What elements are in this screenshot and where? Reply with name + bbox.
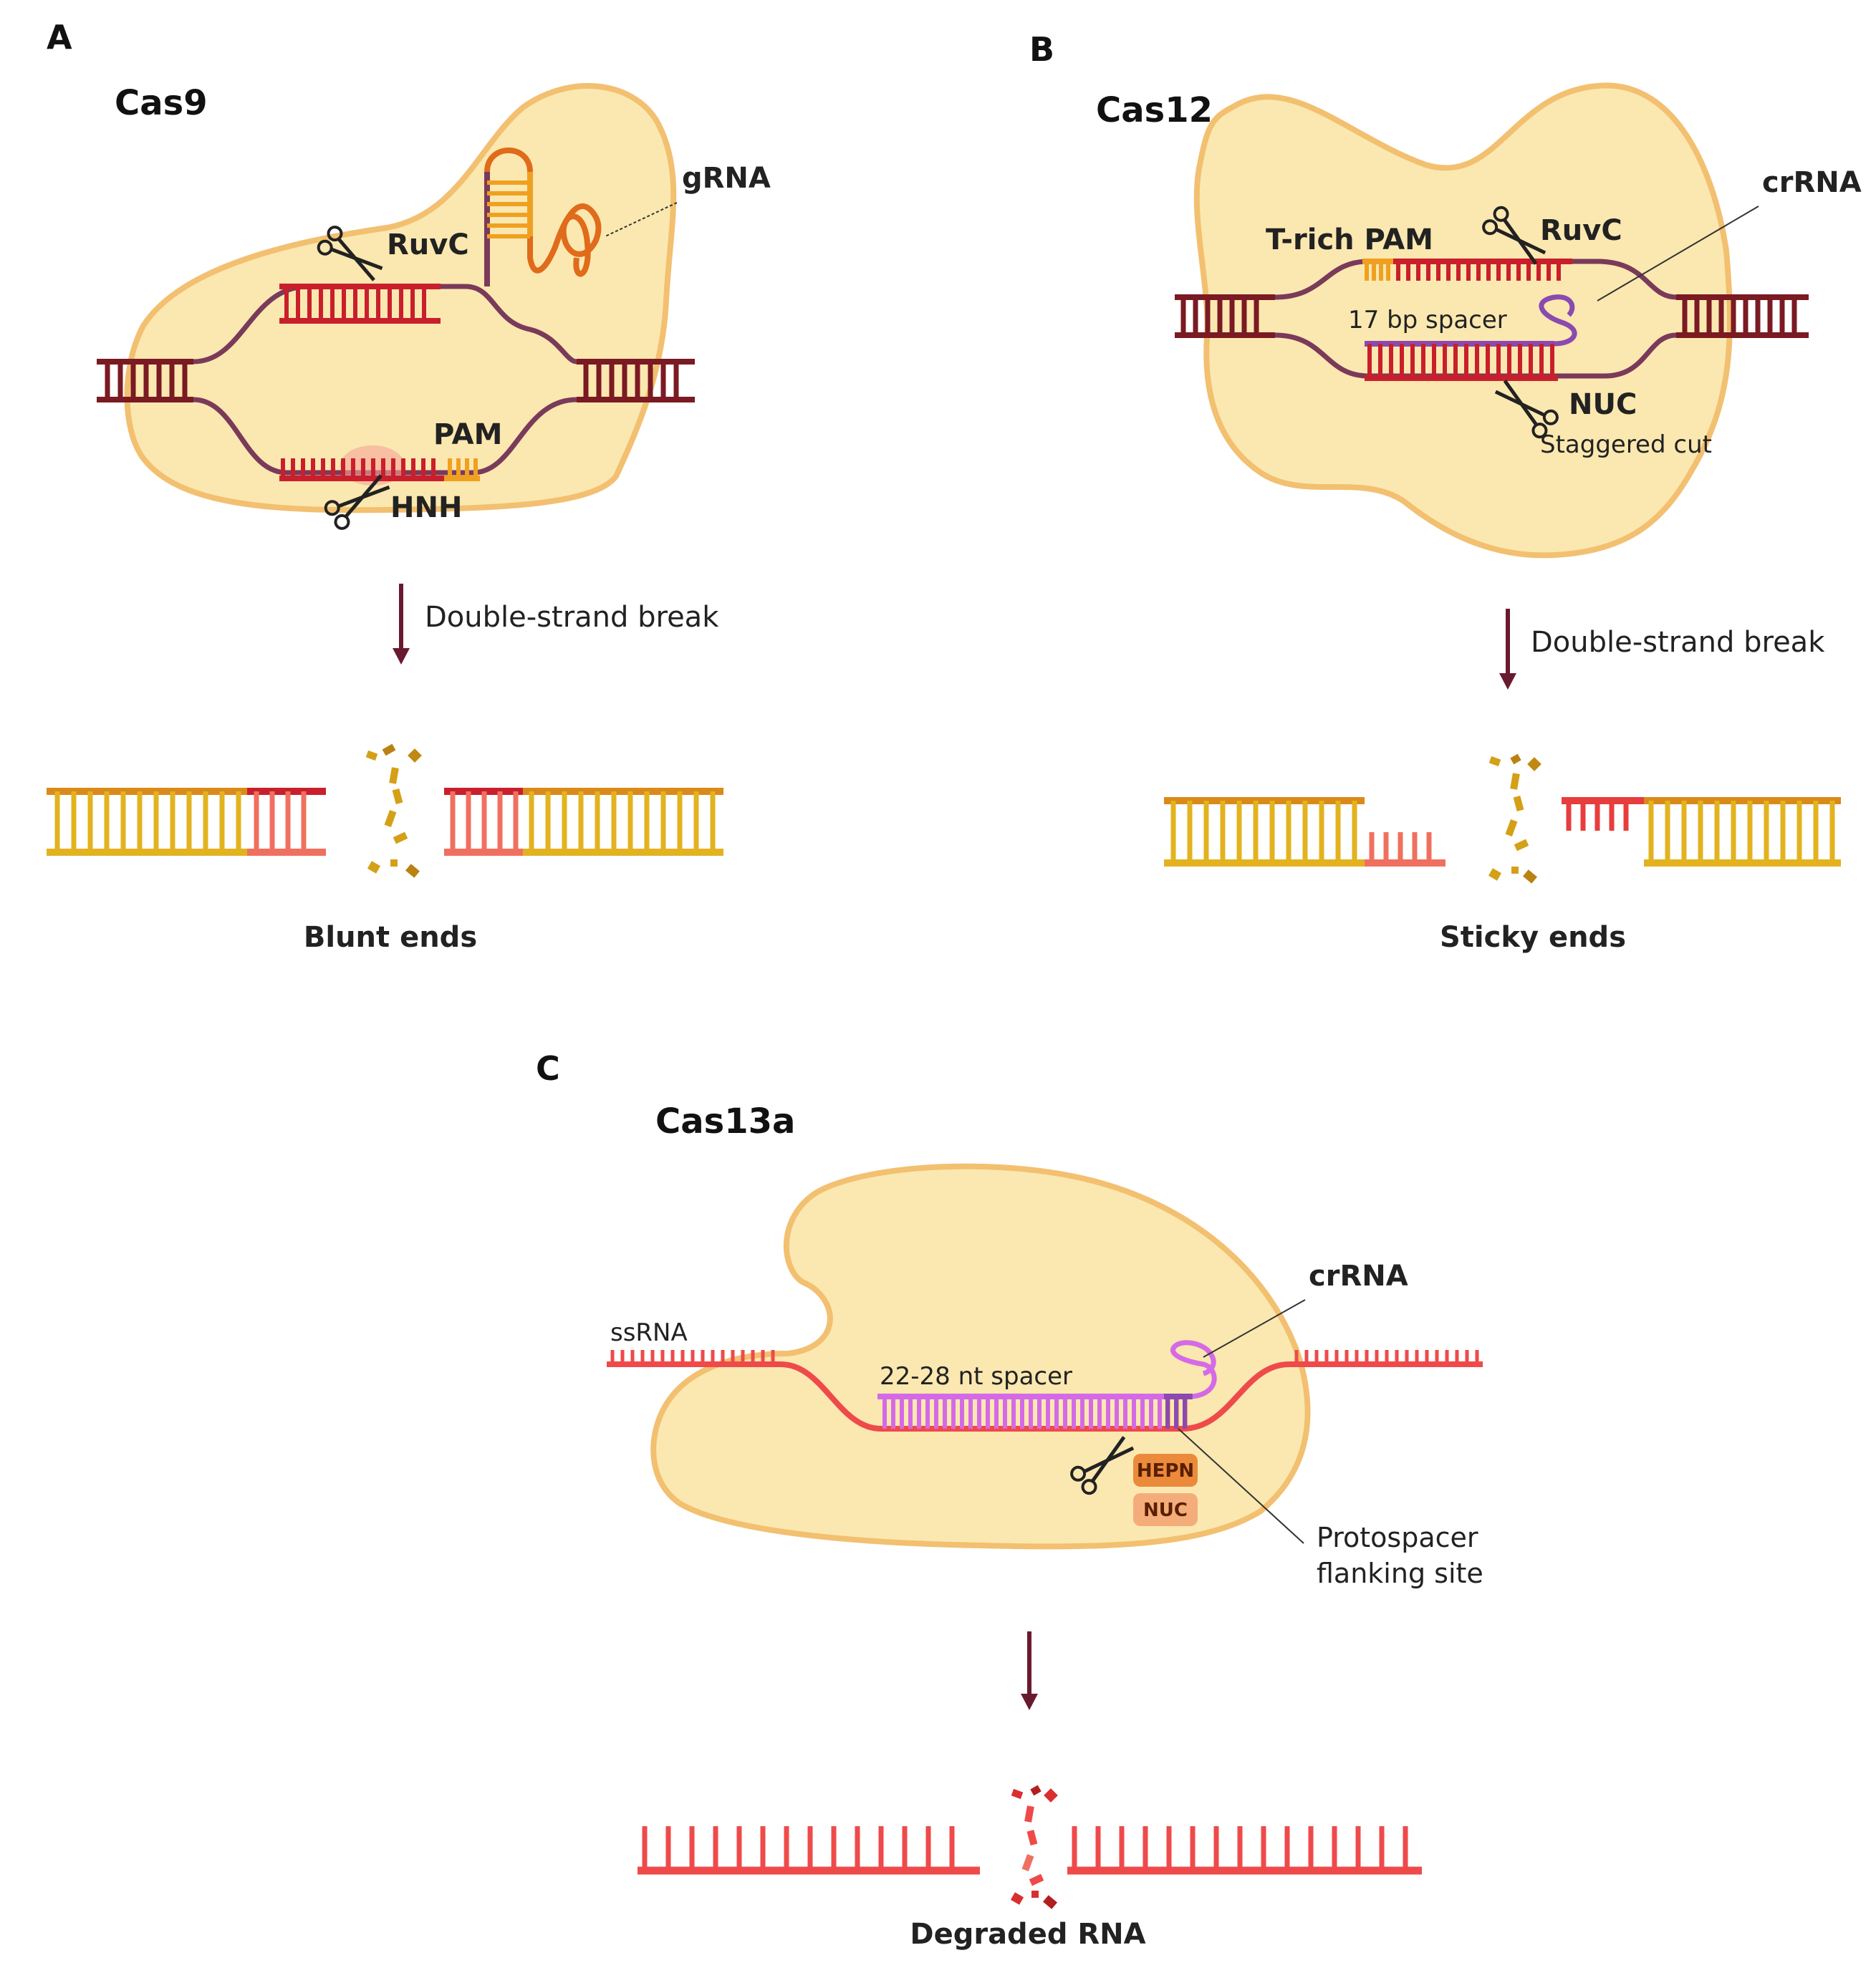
hepn-domain: HEPN <box>1133 1454 1198 1487</box>
result-label-b: Sticky ends <box>1440 921 1626 954</box>
nuc-domain: NUC <box>1133 1493 1198 1526</box>
cas12-right-dna-duplex <box>1676 294 1809 338</box>
ruvc-label-b: RuvC <box>1540 214 1622 247</box>
scissors-icon <box>324 474 390 530</box>
cas9-left-dna-duplex <box>97 359 193 402</box>
panel-c-letter: C <box>536 1049 560 1088</box>
cas12-left-dna-duplex <box>1175 294 1275 338</box>
crrna-pointer-b <box>1597 206 1759 302</box>
pam-label-a: PAM <box>433 418 502 451</box>
rna-fragments <box>1010 1785 1058 1909</box>
sticky-end-left <box>1164 797 1446 867</box>
pfs-label-line1: Protospacer <box>1317 1522 1478 1553</box>
cas9-right-dna-duplex <box>577 359 695 402</box>
panel-b-letter: B <box>1029 30 1054 69</box>
cas9-target-bottom <box>279 445 480 486</box>
crrna-pointer-c <box>1203 1299 1306 1358</box>
cas12-crrna-duplex <box>1365 294 1577 381</box>
spacer-label-c: 22-28 nt spacer <box>880 1362 1072 1391</box>
ssrna-label: ssRNA <box>610 1318 688 1347</box>
dna-fragments <box>365 743 422 878</box>
degraded-rna-right <box>1067 1826 1422 1875</box>
grna-pointer <box>605 202 678 237</box>
cas9-top-strand <box>193 284 577 365</box>
blunt-end-left <box>47 788 326 856</box>
scissors-icon <box>1070 1436 1135 1495</box>
hepn-label: HEPN <box>1137 1460 1194 1482</box>
cas12-title: Cas12 <box>1096 90 1213 130</box>
cas9-target-top <box>279 284 441 324</box>
pfs-label-line2: flanking site <box>1317 1558 1483 1589</box>
dna-fragments <box>1488 753 1541 884</box>
nuc-label-c: NUC <box>1143 1500 1188 1521</box>
pam-label-b: T-rich PAM <box>1266 223 1433 256</box>
scissors-icon <box>1494 380 1559 439</box>
ruvc-label-a: RuvC <box>387 228 469 261</box>
arrow-label-b: Double-strand break <box>1531 626 1825 659</box>
grna-label: gRNA <box>682 162 771 195</box>
sticky-end-right <box>1562 797 1841 867</box>
spacer-label-b: 17 bp spacer <box>1348 306 1507 334</box>
result-label-a: Blunt ends <box>304 921 477 954</box>
cas9-grna <box>484 148 602 286</box>
panel-a-letter: A <box>47 18 72 57</box>
cas12-target-top <box>1362 259 1572 281</box>
arrow-down-icon <box>1021 1631 1038 1710</box>
crrna-label-c: crRNA <box>1309 1260 1408 1293</box>
hnh-label-a: HNH <box>390 491 462 524</box>
cas13a-crrna <box>877 1340 1217 1429</box>
arrow-down-icon <box>1499 609 1516 690</box>
crrna-label-b: crRNA <box>1762 166 1862 199</box>
pfs-pointer <box>1178 1428 1304 1544</box>
arrow-down-icon <box>393 584 410 665</box>
arrow-label-a: Double-strand break <box>425 601 719 634</box>
result-label-c: Degraded RNA <box>910 1918 1145 1951</box>
scissors-icon <box>1482 206 1547 265</box>
panel-c: C Cas13a ssRNA 22-28 nt spacer crRNA HEP… <box>536 1049 1483 1951</box>
panel-b: B Cas12 T-rich PAM RuvC 17 <box>1029 30 1862 954</box>
cas9-bottom-strand <box>193 397 577 476</box>
cas13a-protein-shape <box>650 1163 1311 1550</box>
degraded-rna-left <box>638 1826 980 1875</box>
panel-a: A Cas9 gRNA <box>47 18 771 954</box>
nuc-label-b: NUC <box>1569 388 1637 421</box>
scissors-icon <box>317 226 383 281</box>
cut-label-b: Staggered cut <box>1540 430 1712 459</box>
cas9-title: Cas9 <box>115 83 208 123</box>
cas13a-title: Cas13a <box>655 1101 795 1142</box>
blunt-end-right <box>444 788 723 856</box>
